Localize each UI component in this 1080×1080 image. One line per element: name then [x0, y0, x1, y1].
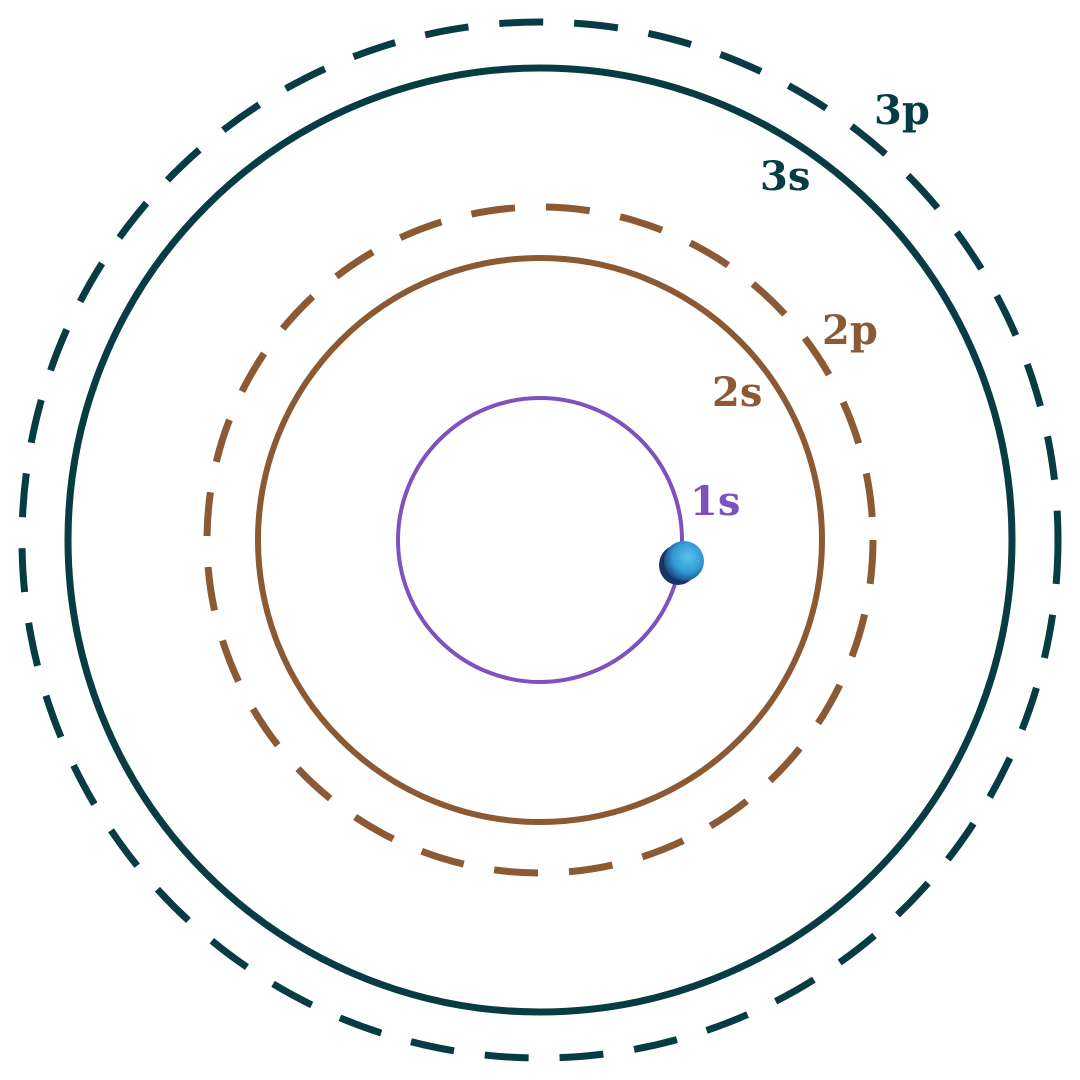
orbit-2s-ring [255, 255, 825, 825]
orbit-1s-ring [396, 396, 684, 684]
orbit-3s-ring [64, 64, 1016, 1016]
orbit-3s-label: 3s [760, 153, 810, 200]
orbit-2p-label: 2p [822, 307, 878, 354]
orbit-1s-label: 1s [690, 478, 740, 525]
orbit-3p-ring [18, 18, 1062, 1062]
orbit-3p-label: 3p [874, 87, 930, 134]
orbit-2s-label: 2s [712, 369, 762, 416]
electron [659, 541, 704, 585]
orbit-2p-ring [203, 203, 877, 877]
